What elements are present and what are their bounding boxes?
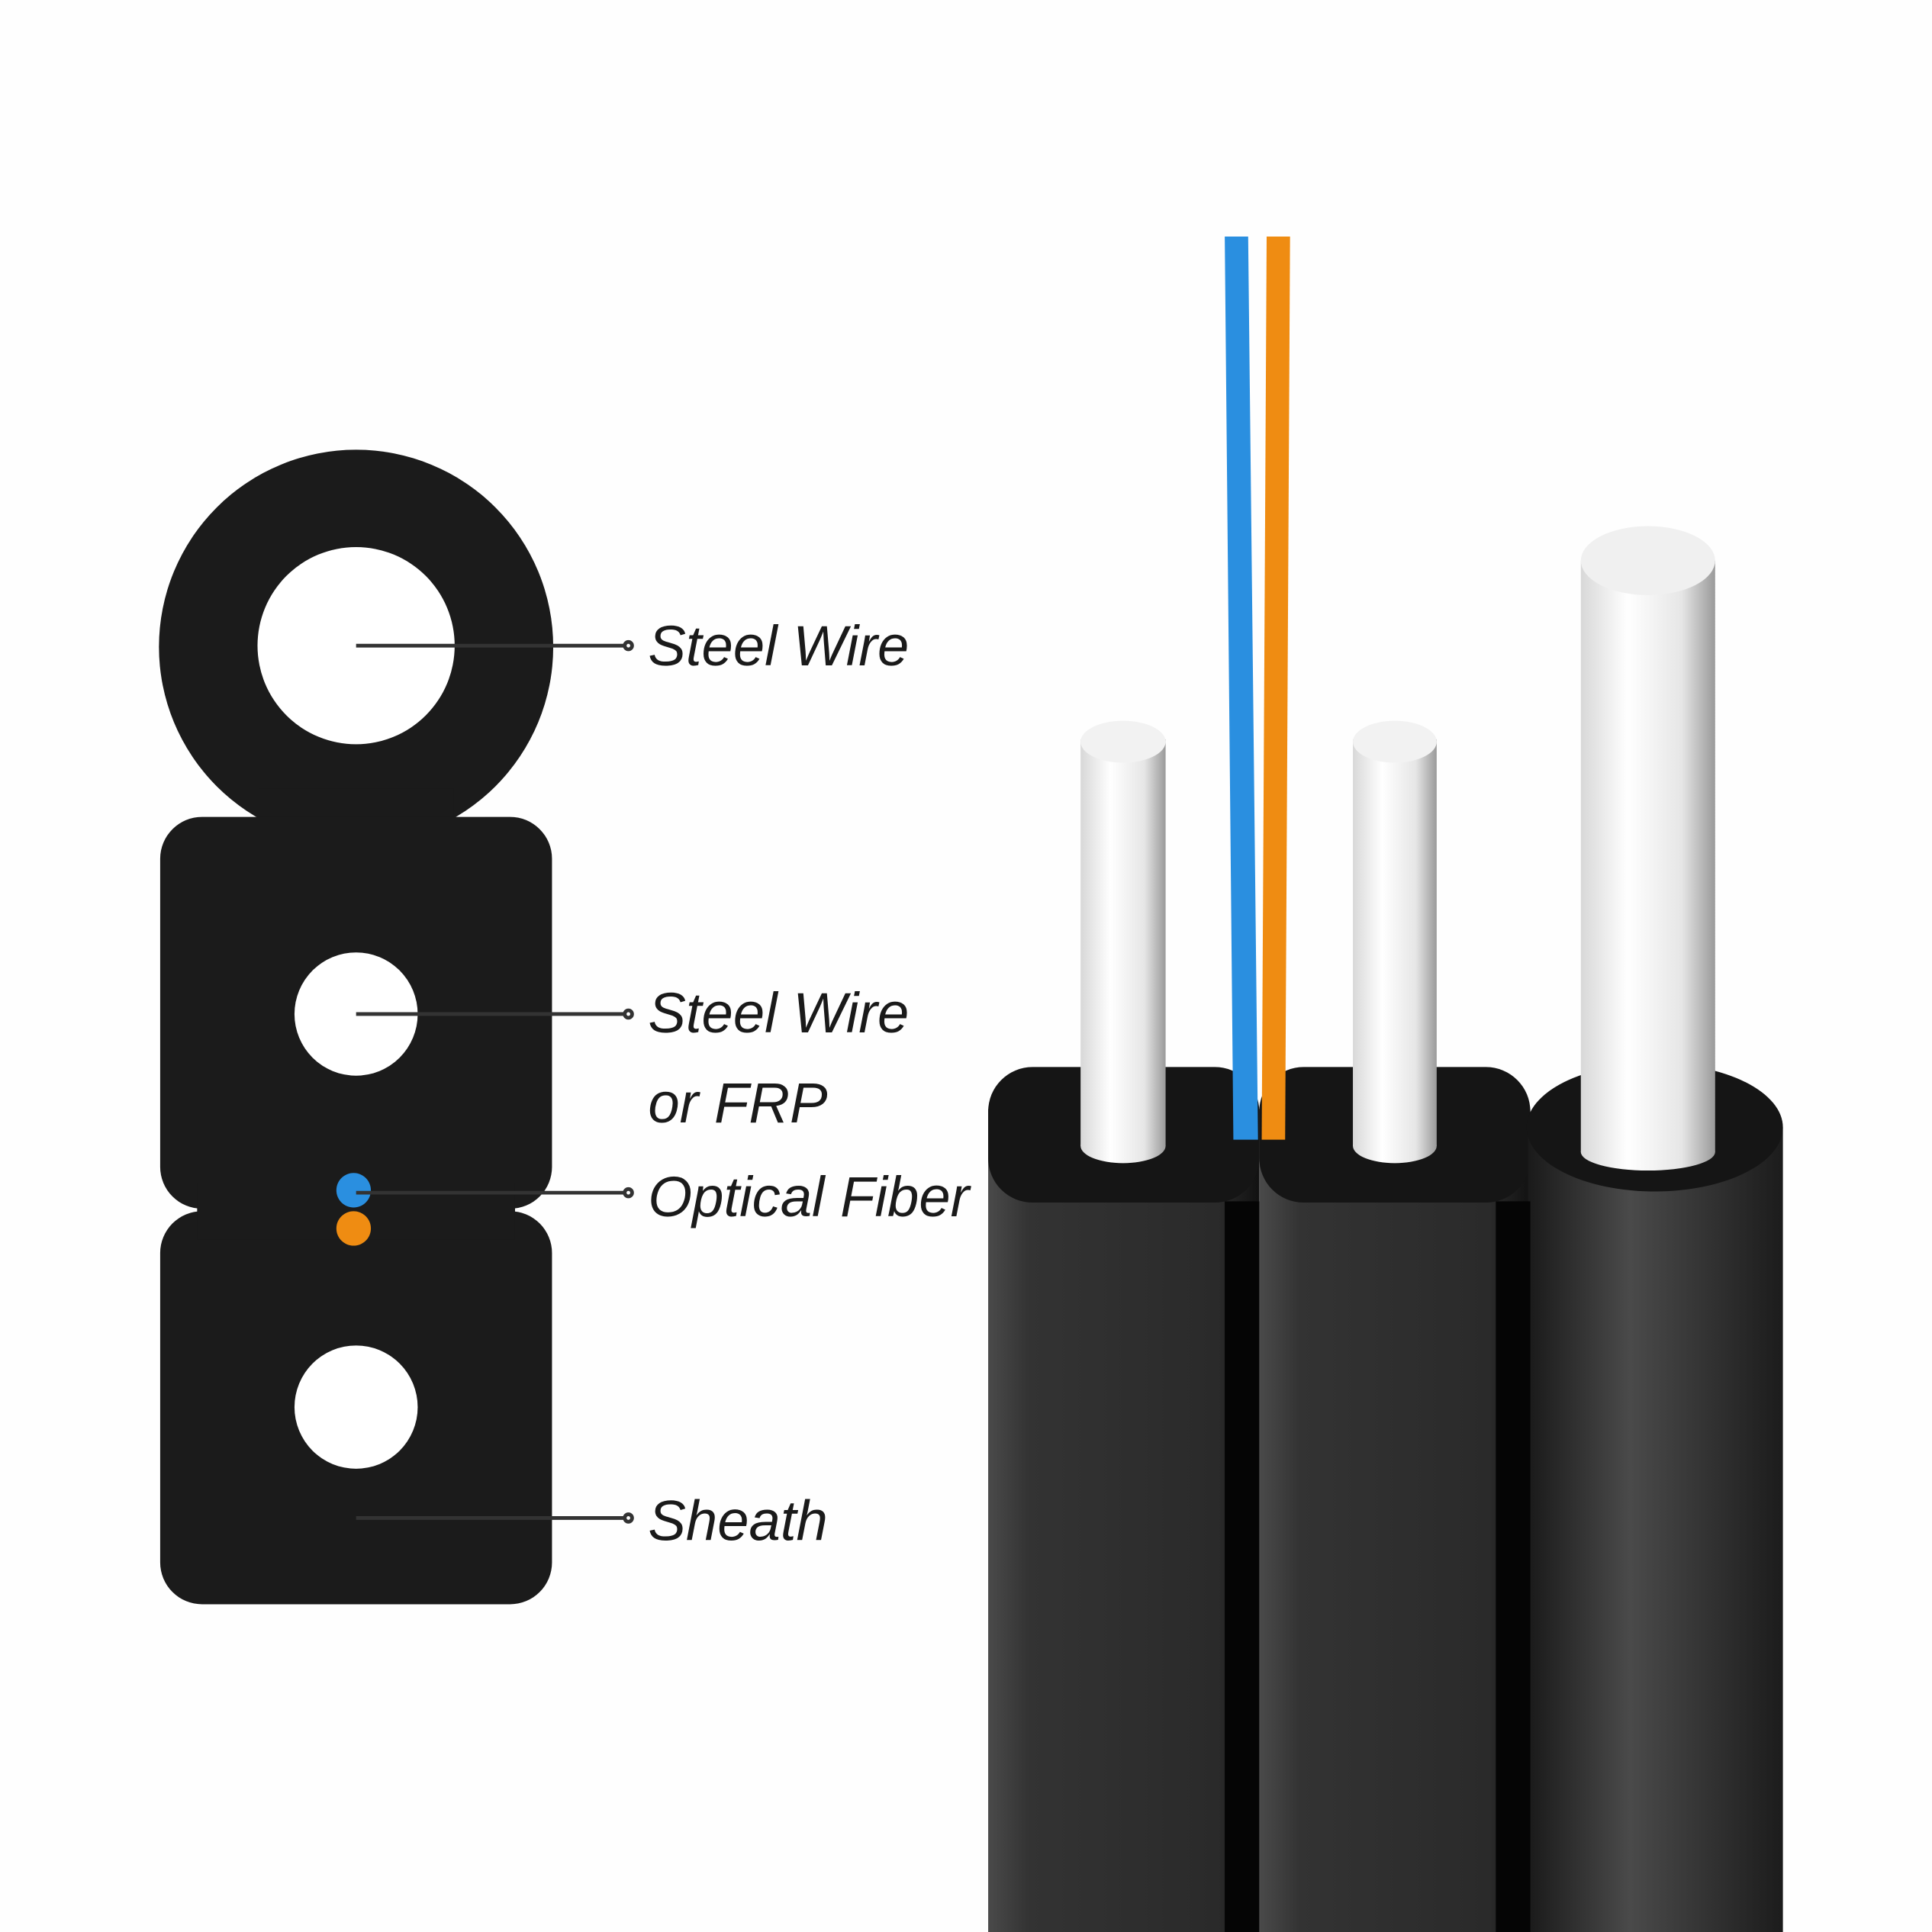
label-or-frp: or FRP <box>648 1071 828 1135</box>
optical-fiber-orange <box>1261 237 1290 1140</box>
cable-3d-view <box>988 237 1783 1932</box>
sheath-messenger <box>1528 1127 1783 1932</box>
fiber-blue-dot <box>336 1173 372 1208</box>
leader-lines <box>356 639 634 1524</box>
fiber-orange-dot <box>336 1211 372 1246</box>
sheath-block-mid <box>1259 1109 1531 1932</box>
steel-rod-mid <box>1353 739 1437 1146</box>
label-sheath: Sheath <box>648 1489 827 1552</box>
sheath-block-left <box>988 1109 1260 1932</box>
steel-rod-messenger <box>1580 560 1715 1152</box>
steel-rod-left <box>1080 739 1166 1146</box>
cross-section <box>159 449 554 1605</box>
optical-fiber-blue <box>1225 237 1258 1140</box>
steel-wire-hole-bottom <box>294 1345 418 1469</box>
label-steel-wire-mid: Steel Wire <box>648 981 909 1045</box>
label-steel-wire-top: Steel Wire <box>648 614 909 678</box>
label-optical-fiber: Optical Fiber <box>648 1165 971 1228</box>
